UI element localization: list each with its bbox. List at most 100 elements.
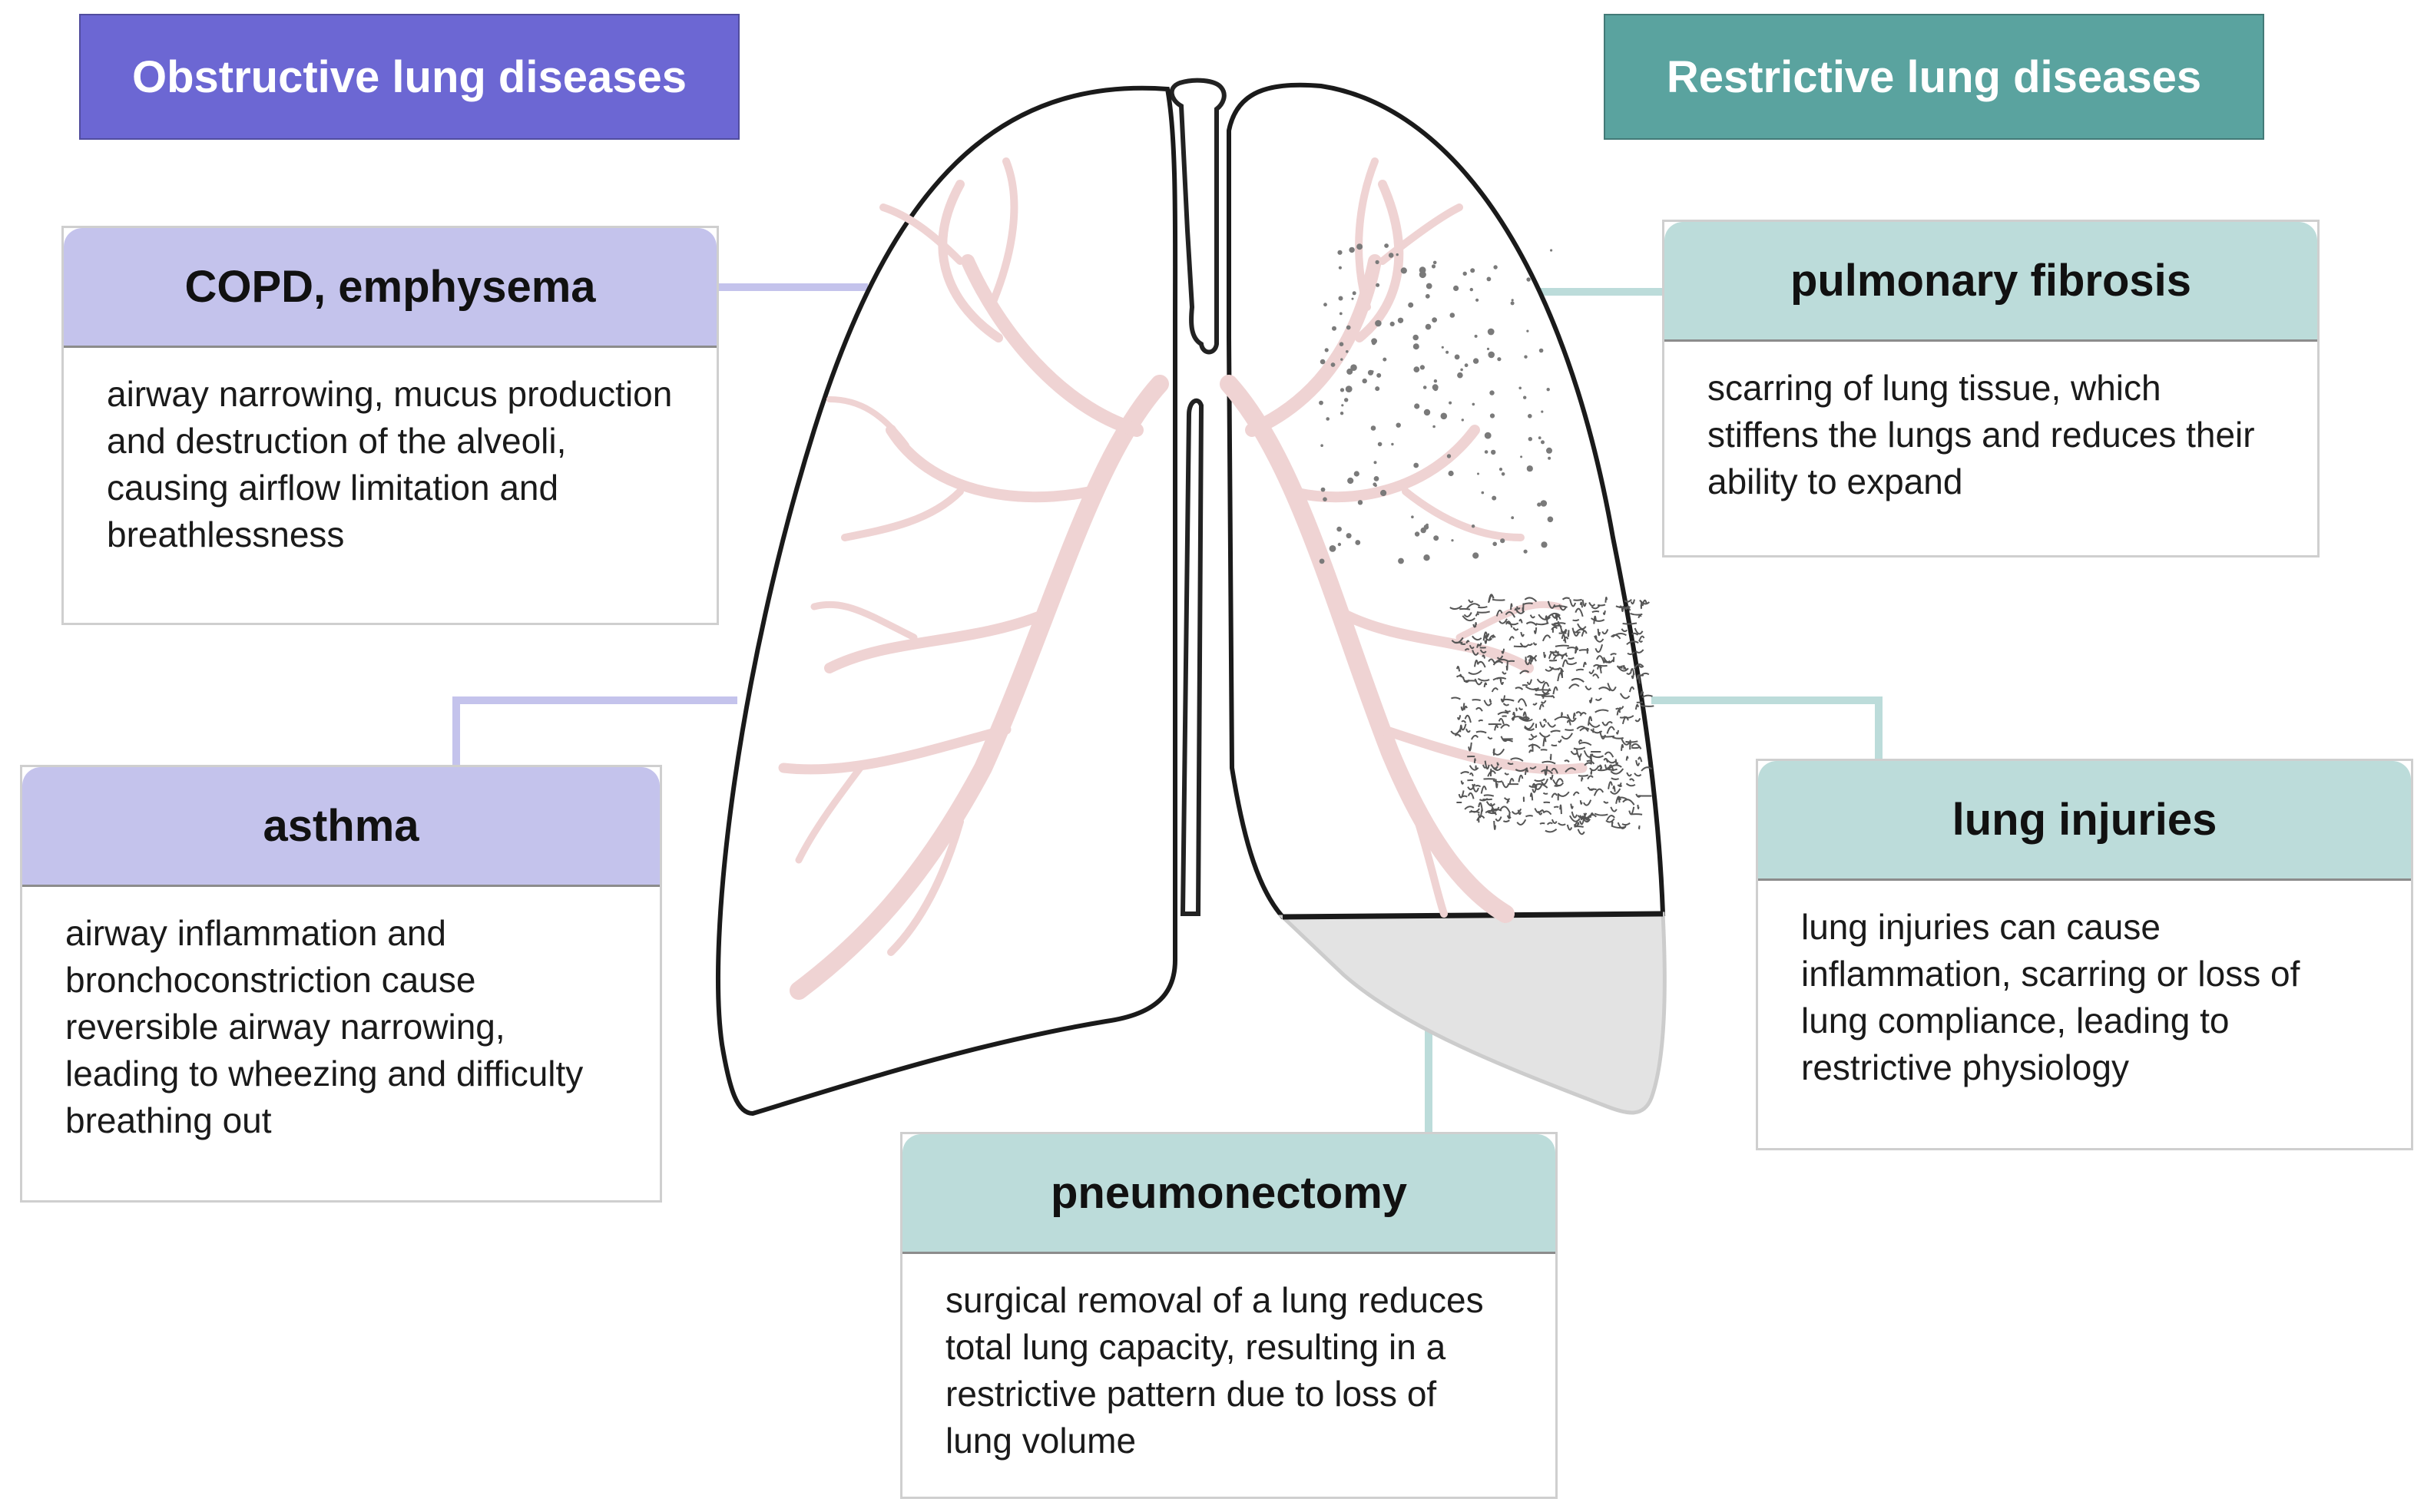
scar-stroke [1468, 599, 1474, 604]
speckle-dot [1540, 500, 1548, 507]
scar-stroke [1504, 710, 1512, 713]
scar-stroke [1634, 649, 1644, 653]
scar-stroke [1532, 702, 1538, 706]
scar-stroke [1542, 718, 1548, 723]
speckle-dot [1497, 357, 1502, 362]
speckle-dot [1422, 385, 1427, 389]
speckle-dot [1518, 386, 1522, 390]
scar-stroke [1502, 781, 1509, 789]
speckle-dot [1338, 266, 1342, 270]
trachea-lower [1180, 398, 1204, 916]
scar-stroke [1549, 774, 1554, 780]
speckle-dot [1492, 495, 1497, 501]
scar-stroke [1512, 627, 1519, 631]
speckle-dot [1526, 329, 1529, 333]
scar-stroke [1523, 602, 1533, 605]
connector-asthma [452, 696, 737, 765]
scar-stroke [1553, 806, 1559, 809]
speckle-dot [1537, 502, 1541, 507]
speckle-dot [1457, 372, 1463, 379]
scar-stroke [1515, 767, 1528, 772]
scar-stroke [1496, 762, 1499, 766]
scar-stroke [1601, 735, 1615, 738]
scar-stroke [1599, 730, 1606, 739]
scar-stroke [1467, 783, 1476, 790]
scar-stroke [1489, 808, 1502, 813]
scar-stroke [1581, 776, 1584, 782]
speckle-dot [1541, 410, 1544, 413]
speckle-dot [1451, 539, 1454, 542]
speckle-dot [1412, 334, 1419, 341]
scar-stroke [1548, 651, 1555, 660]
speckle-dot [1339, 312, 1343, 316]
scar-stroke [1510, 603, 1513, 610]
scar-stroke [1566, 824, 1573, 831]
restrictive-header: Restrictive lung diseases [1604, 14, 2264, 140]
speckle-dot [1339, 388, 1345, 392]
scar-stroke [1578, 739, 1583, 743]
speckle-dot [1526, 465, 1533, 472]
scar-stroke [1508, 660, 1515, 663]
scar-stroke [1561, 634, 1567, 644]
speckle-dot [1475, 298, 1479, 302]
scar-stroke [1460, 780, 1465, 785]
scar-stroke [1592, 728, 1594, 733]
scar-stroke [1505, 620, 1513, 628]
scar-stroke [1571, 811, 1578, 819]
scar-stroke [1634, 773, 1642, 777]
scar-stroke [1502, 703, 1510, 706]
speckle-dot [1323, 303, 1327, 307]
speckle-dot [1461, 419, 1465, 422]
scar-stroke [1494, 724, 1499, 731]
speckle-dot [1547, 516, 1554, 523]
scar-stroke [1575, 607, 1584, 617]
speckle-dot [1373, 482, 1377, 487]
scar-stroke [1478, 719, 1484, 723]
scar-stroke [1579, 812, 1588, 819]
scar-stroke [1491, 687, 1498, 693]
scar-stroke [1593, 788, 1604, 796]
scar-stroke [1639, 599, 1650, 605]
scar-stroke [1591, 610, 1600, 614]
scar-stroke [1557, 672, 1563, 682]
scar-stroke [1472, 783, 1479, 792]
scar-stroke [1559, 626, 1568, 634]
scar-stroke [1482, 654, 1485, 659]
speckle-dot [1445, 350, 1449, 354]
speckle-dot [1398, 557, 1404, 564]
speckle-dot [1488, 351, 1495, 359]
scar-stroke [1492, 779, 1503, 783]
scar-stroke [1555, 613, 1558, 621]
speckle-dot [1432, 425, 1436, 428]
bronchial-tree-right [1220, 157, 1588, 923]
speckle-dot [1413, 462, 1419, 468]
scar-stroke [1624, 599, 1632, 603]
scar-stroke [1482, 798, 1492, 801]
speckle-dot [1433, 386, 1439, 392]
scar-stroke [1522, 711, 1528, 721]
scar-stroke [1621, 822, 1631, 826]
scar-stroke [1574, 825, 1584, 828]
scar-stroke [1634, 703, 1639, 710]
scar-stroke [1591, 604, 1601, 610]
scar-stroke [1501, 648, 1505, 654]
scar-stroke [1543, 651, 1546, 658]
scar-stroke [1584, 762, 1593, 766]
scar-stroke [1526, 679, 1532, 685]
scar-stroke [1497, 711, 1509, 716]
speckle-dot [1489, 413, 1495, 419]
injuries-title: lung injuries [1758, 761, 2411, 881]
scar-stroke [1551, 792, 1558, 798]
scar-stroke [1505, 661, 1508, 671]
scar-stroke [1554, 716, 1569, 721]
scar-stroke [1621, 716, 1629, 725]
speckle-dot [1501, 472, 1505, 476]
scar-stroke [1586, 814, 1598, 819]
scar-stroke [1483, 682, 1488, 688]
speckle-dot [1419, 266, 1426, 274]
scar-stroke [1577, 623, 1587, 630]
speckle-dot [1440, 412, 1448, 420]
scar-stroke [1498, 618, 1508, 624]
speckle-dot [1384, 243, 1389, 248]
scar-stroke [1603, 757, 1609, 763]
